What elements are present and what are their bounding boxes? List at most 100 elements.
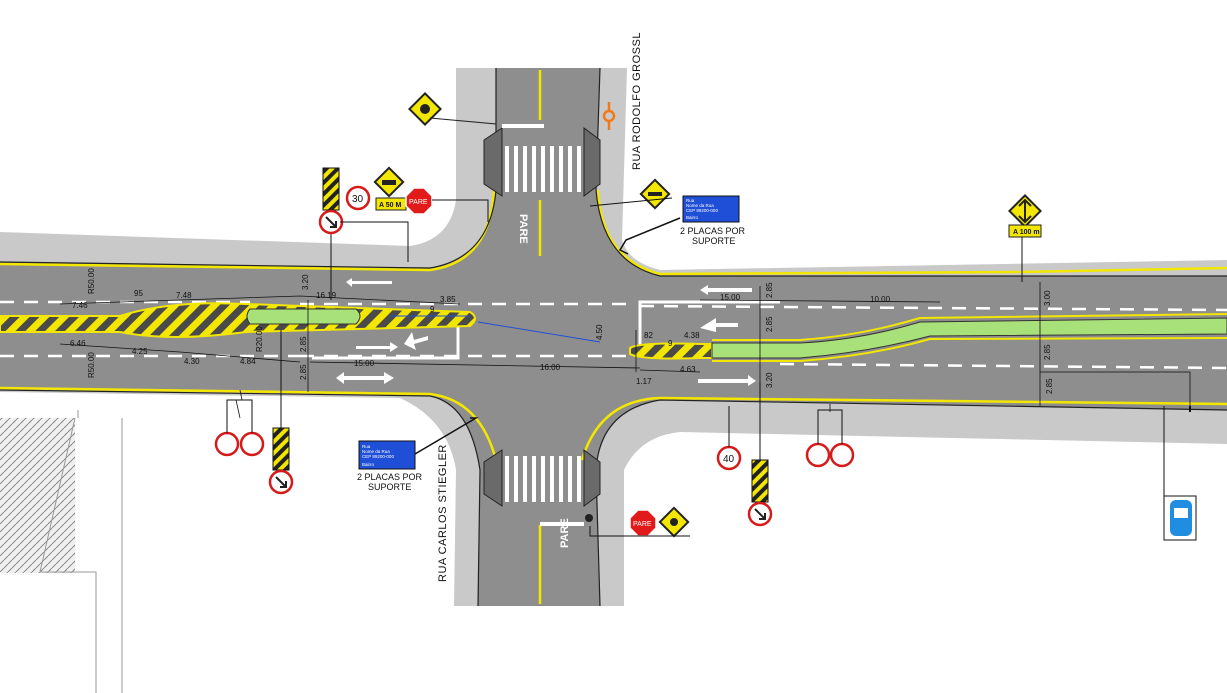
kerb-lines — [0, 70, 1227, 604]
dim-label: 2.85 — [1043, 344, 1052, 360]
sign-pole — [340, 199, 489, 262]
plate-line-1: Rua — [686, 198, 695, 203]
dim-label: 95 — [134, 289, 143, 298]
dim-label: 16.00 — [540, 363, 561, 372]
keep-right-sign-icon — [318, 209, 344, 235]
sign-pole — [226, 399, 253, 433]
dim-label: 1.17 — [636, 377, 652, 386]
plates-note-north-2: SUPORTE — [692, 236, 735, 246]
double-circle-sign-se — [805, 442, 855, 468]
dim-label: 9 — [430, 305, 435, 314]
dim-label: 6.46 — [70, 339, 86, 348]
warning-diamond-sign-50: A 50 M — [373, 166, 407, 211]
hydrant-icon — [585, 514, 593, 522]
dim-label: 4.38 — [684, 331, 700, 340]
dim-label: 15.00 — [720, 293, 741, 302]
hazard-marker-se — [751, 459, 769, 503]
speed-limit-40-label: 40 — [723, 454, 735, 465]
dim-label: 2.85 — [765, 282, 774, 298]
plate-line-2: Nome da Rua — [362, 449, 390, 454]
curb-extensions — [483, 127, 601, 507]
plate-line-3: CEP 89200-000 — [362, 454, 394, 459]
property-lines — [0, 410, 123, 693]
dim-label: 3.85 — [440, 295, 456, 304]
median-yellow-edge — [712, 313, 1227, 362]
dim-label: 3.20 — [765, 372, 774, 388]
dim-label: R50.00 — [87, 268, 96, 294]
distance-plate-50: A 50 M — [379, 202, 401, 209]
street-name-plate-north: Rua Nome da Rua CEP 89200-000 Bairro — [682, 195, 740, 223]
dimension-labels: 7.46 95 7.48 16.19 3.85 9 3.20 R50.00 R5… — [70, 268, 1054, 394]
dim-label: 4.84 — [240, 357, 256, 366]
arrow-bidirectional — [336, 372, 394, 384]
dim-label: 2.85 — [299, 364, 308, 380]
dim-label: R20.00 — [255, 326, 264, 352]
keep-right-sign-icon-sw — [268, 469, 294, 495]
dim-label: 10.00 — [870, 295, 891, 304]
crosswalk-south — [505, 456, 581, 502]
guide-lines — [390, 315, 601, 343]
plate-line-4: Bairro — [362, 462, 375, 467]
stop-sign-south: PARE — [629, 509, 657, 537]
green-median-right — [711, 317, 1227, 359]
distance-plate-100: A 100 m — [1013, 229, 1040, 236]
warning-diamond-sign-north — [408, 92, 442, 126]
dim-label: 16.19 — [316, 291, 337, 300]
hazard-marker-sw — [272, 427, 290, 471]
arrow-right-south-lane — [356, 342, 398, 352]
dim-label: 4.63 — [680, 365, 696, 374]
warning-diamond-sign-se — [658, 506, 690, 538]
warning-diamond-sign-100: A 100 m — [1008, 194, 1042, 238]
plates-note-south-1: 2 PLACAS POR — [357, 472, 423, 482]
dim-label: 4.50 — [595, 324, 604, 340]
sign-pole — [414, 417, 479, 455]
dim-label: 2.85 — [1045, 378, 1054, 394]
dim-label: 4.30 — [184, 357, 200, 366]
speed-limit-30-label: 30 — [352, 194, 364, 205]
street-name-south: RUA CARLOS STIEGLER — [437, 444, 449, 582]
plates-note-south-2: SUPORTE — [368, 482, 411, 492]
street-name-north: RUA RODOLFO GROSSL — [631, 32, 643, 170]
dim-label: 2.85 — [299, 336, 308, 352]
dim-label: 7.48 — [176, 291, 192, 300]
stop-sign-north: PARE — [405, 187, 433, 215]
plate-line-1: Rua — [362, 444, 371, 449]
dim-label: 3.00 — [1043, 290, 1052, 306]
sign-pole — [589, 197, 673, 207]
arrow-right-south-lane-2 — [698, 375, 756, 386]
sign-pole — [429, 117, 497, 128]
dim-label: 82 — [644, 331, 653, 340]
keep-right-sign-icon-se — [747, 501, 773, 527]
dim-label: 15.00 — [354, 359, 375, 368]
plate-line-4: Bairro — [686, 215, 699, 220]
sign-pole — [618, 217, 681, 255]
stop-sign-south-label: PARE — [633, 521, 652, 528]
hazard-marker-north-left — [322, 167, 340, 211]
warning-diamond-sign-ne — [639, 178, 671, 210]
asphalt — [0, 68, 1227, 606]
plates-note-north-1: 2 PLACAS POR — [680, 226, 746, 236]
dim-label: 2.85 — [765, 316, 774, 332]
arrow-left-north-lane-2 — [700, 285, 752, 295]
sign-pole — [589, 526, 690, 537]
speed-limit-40-sign: 40 — [716, 445, 742, 471]
double-circle-sign-sw — [214, 431, 265, 457]
dim-label: 4.25 — [132, 347, 148, 356]
dim-label: 7.46 — [72, 301, 88, 310]
lane-box — [312, 300, 780, 360]
speed-limit-30-sign: 30 — [345, 185, 371, 211]
arrow-turn-2 — [404, 332, 428, 350]
street-name-plate-south: Rua Nome da Rua CEP 89200-000 Bairro — [358, 440, 416, 470]
arrow-turn — [700, 318, 738, 332]
dim-label: 9 — [668, 339, 673, 348]
bus-stop-sign — [1163, 495, 1197, 541]
green-island-left — [246, 308, 361, 325]
dim-label: R50.00 — [87, 352, 96, 378]
cobble-area — [0, 418, 75, 573]
sign-pole — [817, 409, 843, 444]
pare-pavement-south: PARE — [559, 518, 571, 548]
stop-lines — [502, 124, 584, 526]
dimension-lines — [59, 282, 1191, 419]
plate-line-3: CEP 89200-000 — [686, 208, 718, 213]
